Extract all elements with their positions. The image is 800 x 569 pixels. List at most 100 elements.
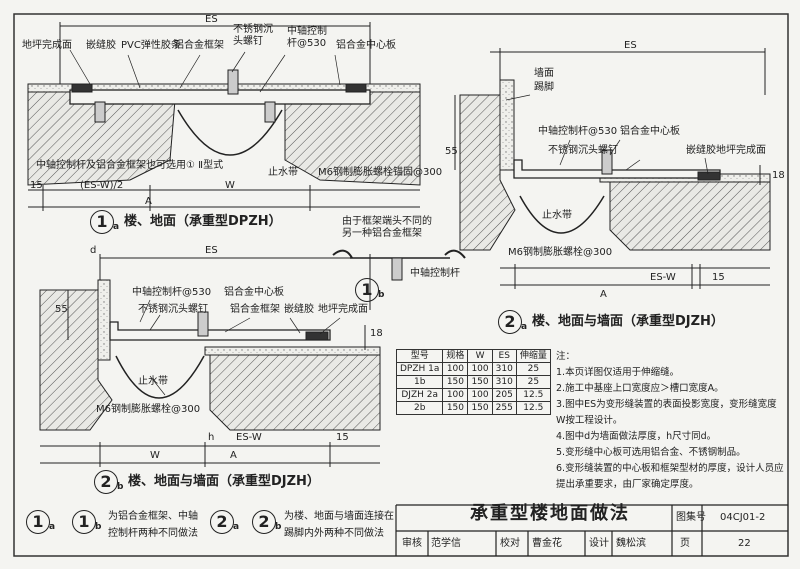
legend-2b-circle: 2	[252, 510, 276, 534]
designer-name: 魏松滨	[616, 538, 646, 549]
label-al-center-2b: 铝合金中心板	[224, 287, 284, 298]
page-number: 22	[738, 538, 751, 549]
note-item: 5.变形缝中心板可选用铝合金、不锈钢制品。	[556, 447, 746, 458]
label-waterstop-2b: 止水带	[138, 376, 168, 387]
cell-es: 310	[491, 375, 517, 389]
label-note-pii: 中轴控制杆及铝合金框架也可选用① Ⅱ型式	[36, 160, 224, 171]
caption-1a-circle: 1	[90, 210, 114, 234]
atlas-label: 图集号	[676, 512, 706, 523]
dim-es-2b: ES	[205, 245, 218, 256]
dim-55-2a: 55	[445, 146, 458, 157]
label-ss-screw-2a: 不锈钢沉头螺钉	[548, 145, 618, 156]
cell-es: 205	[491, 388, 517, 402]
cell-w: 100	[467, 362, 493, 376]
note-item: 2.施工中基座上口宽度应＞槽口宽度A。	[556, 383, 724, 394]
dim-a-2a: A	[600, 289, 607, 300]
label-al-center-2a: 铝合金中心板	[620, 126, 680, 137]
cell-es: 255	[491, 401, 517, 415]
cell-w: 150	[467, 401, 493, 415]
legend-2a-circle: 2	[210, 510, 234, 534]
label-al-frame-2b: 铝合金框架	[230, 304, 280, 315]
cell-w: 150	[467, 375, 493, 389]
label-floor-finish-1a: 地坪完成面	[22, 40, 72, 51]
dim-a-1a: A	[145, 196, 152, 207]
label-caulk-1a: 嵌缝胶	[86, 40, 116, 51]
label-ss-screw-2b: 不锈钢沉头螺钉	[138, 304, 208, 315]
dim-15-1a: 15	[30, 180, 43, 191]
caption-1a: 楼、地面（承重型DPZH）	[124, 214, 282, 229]
dim-15-2b: 15	[336, 432, 349, 443]
label-m6-bolt-2a: M6钢制膨胀螺栓@300	[508, 247, 613, 258]
label-wall-2a: 墙面	[534, 68, 554, 79]
row-id: 2b	[395, 401, 444, 415]
spec-table: 型号 规格 W ES 伸缩量 DPZH 1a 100 100 310 25 1b…	[395, 349, 551, 415]
legend-1a-sub: a	[49, 522, 56, 532]
legend-2a-sub: a	[233, 522, 240, 532]
design-label: 设计	[589, 538, 609, 549]
cell-expansion: 25	[515, 375, 551, 389]
caption-2a: 楼、地面与墙面（承重型DJZH）	[532, 314, 724, 329]
table-row: DJZH 2a 100 100 205 12.5	[395, 388, 551, 402]
caption-1a-sub: a	[113, 222, 120, 232]
label-ss-screw-1a: 不锈钢沉 头螺钉	[233, 24, 273, 47]
title-block-frame	[395, 504, 788, 556]
cell-expansion: 25	[515, 362, 551, 376]
dim-d-2b: d	[90, 245, 97, 256]
dim-18-2b: 18	[370, 328, 383, 339]
label-al-frame-1a: 铝合金框架	[174, 40, 224, 51]
label-al-center-1a: 铝合金中心板	[336, 40, 396, 51]
check-label: 校对	[500, 538, 520, 549]
detail-2a	[454, 48, 771, 289]
cell-spec: 150	[442, 401, 469, 415]
th-es: ES	[491, 349, 517, 363]
review-label: 审核	[402, 538, 422, 549]
drawing-title: 承重型楼地面做法	[470, 503, 630, 524]
label-m6-bolt-2b: M6钢制膨胀螺栓@300	[96, 404, 201, 415]
cell-expansion: 12.5	[515, 388, 551, 402]
dim-55-2b: 55	[55, 304, 68, 315]
dim-w-1a: W	[225, 180, 235, 191]
dim-es-2a: ES	[624, 40, 637, 51]
dim-a-2b: A	[230, 450, 237, 461]
reviewer-name: 范学信	[431, 538, 461, 549]
atlas-number: 04CJ01-2	[720, 512, 766, 523]
label-caulk-2b: 嵌缝胶	[284, 304, 314, 315]
legend-1a-circle: 1	[26, 510, 50, 534]
label-caulk-floor-2a: 嵌缝胶地坪完成面	[686, 145, 766, 156]
label-waterstop-1a: 止水带	[268, 167, 298, 178]
table-row: 1b 150 150 310 25	[395, 375, 551, 389]
dim-18-2a: 18	[772, 170, 785, 181]
legend-2-text: 为楼、地面与墙面连接在 踢脚内外两种不同做法	[284, 511, 394, 539]
sheet-border	[13, 13, 789, 557]
model-cell: DJZH 2a	[395, 388, 444, 402]
detail-2b	[39, 254, 381, 467]
caption-1b-circle: 1	[355, 278, 379, 302]
model-djzh: DJZH	[401, 389, 424, 400]
caption-2b: 楼、地面与墙面（承重型DJZH）	[128, 474, 320, 489]
table-row: DPZH 1a 100 100 310 25	[395, 362, 551, 376]
row-id: 1b	[395, 375, 444, 389]
cell-spec: 100	[442, 362, 469, 376]
label-floor-finish-2b: 地坪完成面	[318, 304, 368, 315]
legend-2b-sub: b	[275, 522, 282, 532]
label-m6-anchor: M6钢制膨胀螺栓锚固@300	[318, 167, 443, 178]
note-item: 3.图中ES为变形缝装置的表面投影宽度，变形缝宽度W按工程设计。	[556, 399, 777, 426]
detail-1a	[27, 22, 421, 211]
spec-table-header: 型号 规格 W ES 伸缩量	[395, 349, 551, 363]
notes-block: 注： 1.本页详图仅适用于伸缩缝。 2.施工中基座上口宽度应＞槽口宽度A。 3.…	[556, 349, 784, 493]
checker-name: 曹金花	[532, 538, 562, 549]
note-item: 1.本页详图仅适用于伸缩缝。	[556, 367, 680, 378]
caption-1b-sub: b	[378, 290, 385, 300]
dim-h-2b: h	[208, 432, 215, 443]
dim-15-2a: 15	[712, 272, 725, 283]
cell-spec: 150	[442, 375, 469, 389]
model-cell: DPZH 1a	[395, 362, 444, 376]
th-spec: 规格	[442, 349, 469, 363]
model-dpzh: DPZH	[400, 363, 426, 374]
label-rod-530-2b: 中轴控制杆@530	[132, 287, 212, 298]
label-waterstop-2a: 止水带	[542, 210, 572, 221]
note-item: 4.图中d为墙面做法厚度，h尺寸同d。	[556, 431, 717, 442]
caption-2a-circle: 2	[498, 310, 522, 334]
dim-es-1a: ES	[205, 14, 218, 25]
